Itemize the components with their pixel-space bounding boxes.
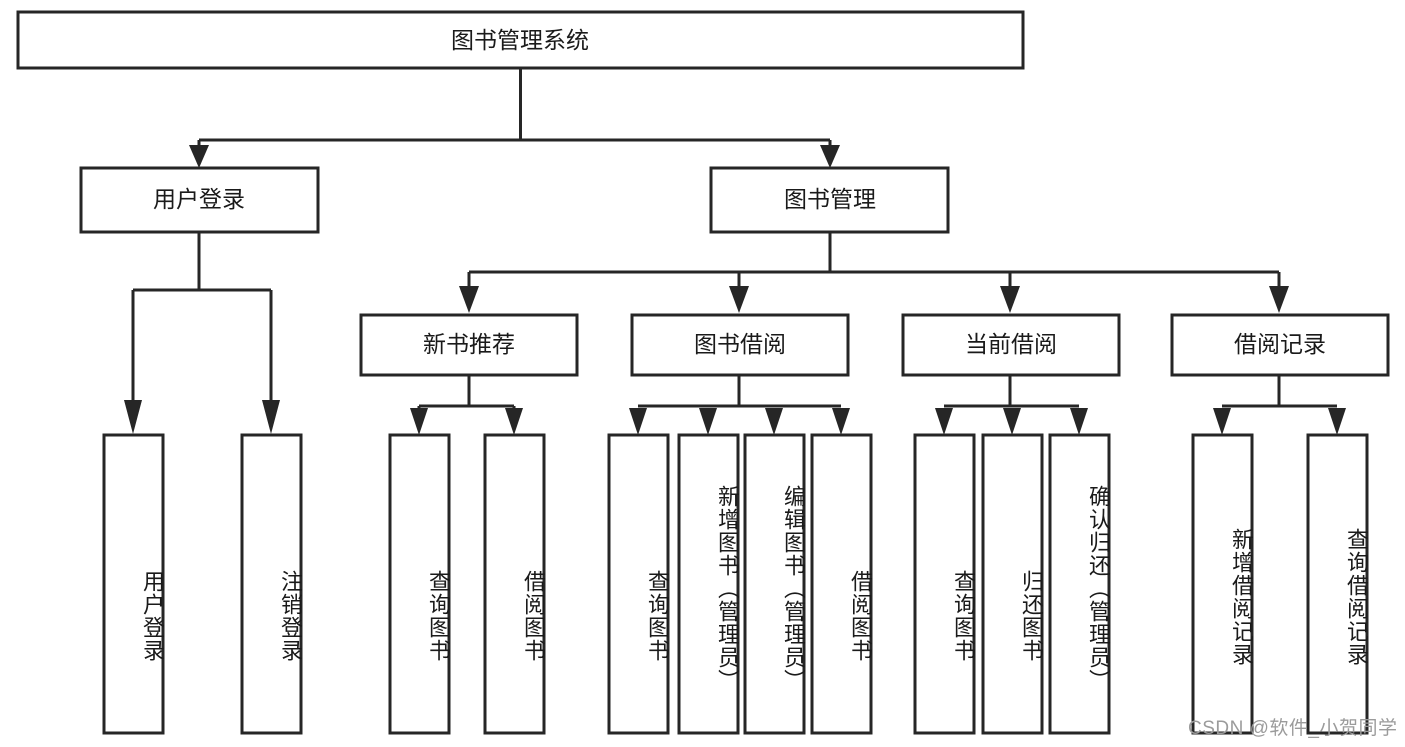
node-box-user-login[interactable] — [79, 166, 320, 234]
node-box-leaf-return-book[interactable] — [981, 433, 1044, 735]
node-box-leaf-user-login[interactable] — [102, 433, 165, 735]
node-box-leaf-borrow-book-1[interactable] — [483, 433, 546, 735]
arrow-head-cb-leaf-1 — [935, 408, 953, 435]
arrow-head-br-leaf-2 — [1328, 408, 1346, 435]
node-box-leaf-edit-book-admin[interactable] — [743, 433, 806, 735]
arrow-head-nbr-leaf-1 — [410, 408, 428, 435]
node-box-leaf-confirm-return-admin[interactable] — [1048, 433, 1111, 735]
csdn-watermark: CSDN @软件_小贺同学 — [1188, 718, 1398, 739]
connector-group-new-book-rec — [410, 375, 523, 435]
node-label-book-borrow: 图书借阅 — [694, 331, 786, 357]
node-label-new-book-recommend: 新书推荐 — [423, 331, 515, 357]
node-label-root: 图书管理系统 — [451, 27, 589, 53]
node-box-leaf-query-book-2[interactable] — [607, 433, 670, 735]
node-box-leaf-add-borrow-record[interactable] — [1191, 433, 1254, 735]
connector-group-book-borrow — [629, 375, 850, 435]
connector-group-user-login — [124, 232, 280, 434]
node-box-root[interactable] — [16, 10, 1025, 70]
arrow-head-bb-leaf-2 — [699, 408, 717, 435]
arrow-head-bb-leaf-1 — [629, 408, 647, 435]
node-box-book-borrow[interactable] — [630, 313, 850, 377]
arrow-head-bb-leaf-4 — [832, 408, 850, 435]
arrow-head-cb-leaf-2 — [1003, 408, 1021, 435]
node-box-leaf-query-borrow-record[interactable] — [1306, 433, 1369, 735]
arrow-head-borrow-record — [1269, 286, 1289, 313]
arrow-head-nbr-leaf-2 — [505, 408, 523, 435]
node-label-borrow-record: 借阅记录 — [1234, 331, 1326, 357]
arrow-head-br-leaf-1 — [1213, 408, 1231, 435]
arrow-head-new-book-rec — [459, 286, 479, 313]
arrow-head-user-login — [189, 145, 209, 168]
node-box-new-book-recommend[interactable] — [359, 313, 579, 377]
arrow-head-leaf-logout — [262, 400, 280, 434]
connector-group-current-borrow — [935, 375, 1088, 435]
node-box-leaf-add-book-admin[interactable] — [677, 433, 740, 735]
node-box-leaf-logout[interactable] — [240, 433, 303, 735]
node-label-user-login: 用户登录 — [153, 186, 245, 212]
arrow-head-book-mgmt — [820, 145, 840, 168]
node-box-leaf-query-book-3[interactable] — [913, 433, 976, 735]
node-box-leaf-query-book-1[interactable] — [388, 433, 451, 735]
arrow-head-book-borrow — [729, 286, 749, 313]
node-label-current-borrow: 当前借阅 — [965, 331, 1057, 357]
arrow-head-bb-leaf-3 — [765, 408, 783, 435]
node-label-book-management: 图书管理 — [784, 186, 876, 212]
node-box-current-borrow[interactable] — [901, 313, 1121, 377]
arrow-head-leaf-user-login — [124, 400, 142, 434]
arrow-head-current-borrow — [1000, 286, 1020, 313]
arrow-head-cb-leaf-3 — [1070, 408, 1088, 435]
connector-group-root — [189, 68, 840, 168]
node-box-leaf-borrow-book-2[interactable] — [810, 433, 873, 735]
connector-group-book-mgmt — [459, 232, 1289, 313]
node-box-book-management[interactable] — [709, 166, 950, 234]
connector-group-borrow-record — [1213, 375, 1346, 435]
node-box-borrow-record[interactable] — [1170, 313, 1390, 377]
